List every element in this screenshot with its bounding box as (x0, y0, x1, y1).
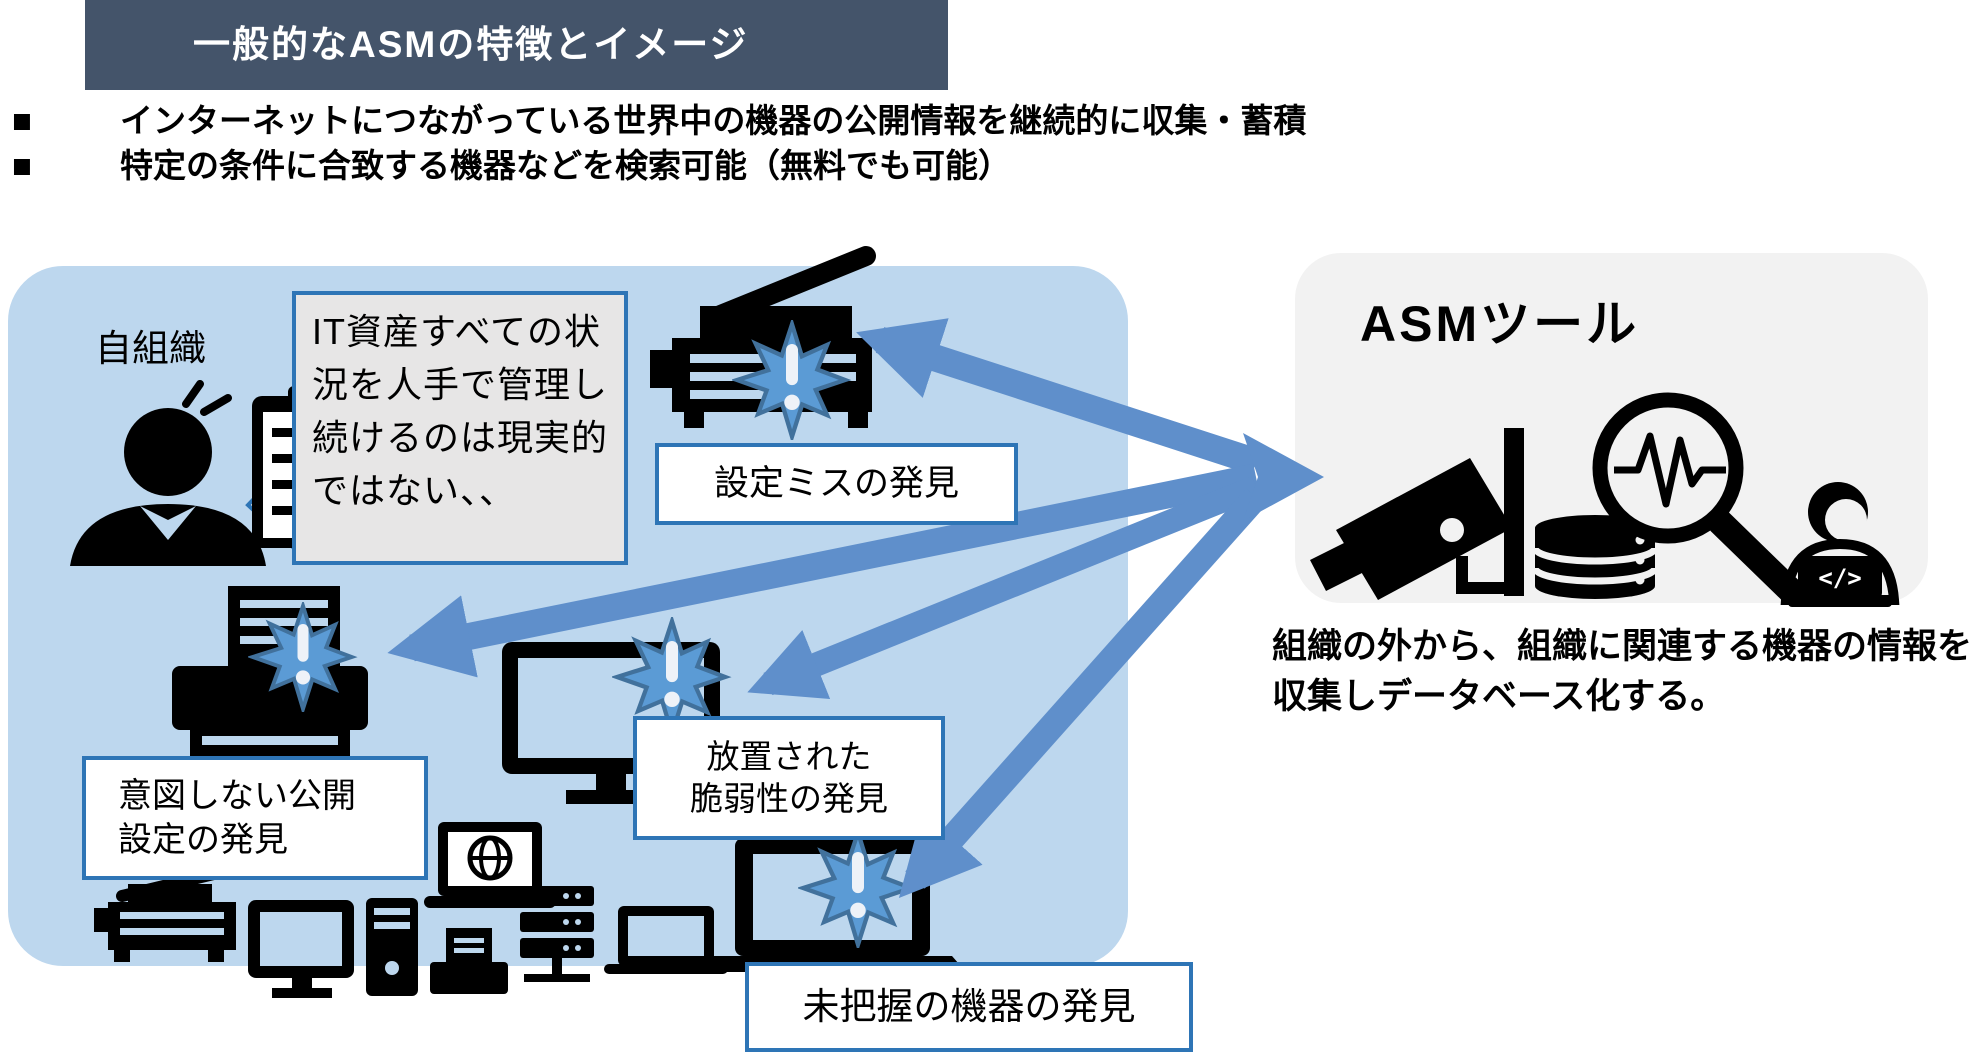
laptop-small-icon (604, 906, 728, 974)
finding-unknown-device-label: 未把握の機器の発見 (802, 986, 1136, 1027)
bullet-marker: ■ (12, 102, 32, 139)
bullet-item: ■ インターネットにつながっている世界中の機器の公開情報を継続的に収集・蓄積 (12, 98, 1306, 143)
page-title: 一般的なASMの特徴とイメージ (193, 24, 749, 65)
finding-vulnerability-line2: 脆弱性の発見 (690, 780, 888, 817)
person-at-laptop-icon: </> (1780, 482, 1900, 607)
arrow-head-to-asm (1243, 433, 1324, 521)
printer-small-icon (430, 928, 508, 994)
finding-exposure-line1: 意図しない公開 (118, 777, 356, 815)
server-rack-icon (520, 886, 594, 982)
bullet-list: ■ インターネットにつながっている世界中の機器の公開情報を継続的に収集・蓄積 ■… (12, 98, 1306, 188)
speech-bubble: IT資産すべての状況を人手で管理し続けるのは現実的ではない、、 (292, 291, 628, 565)
printer-icon (172, 586, 368, 758)
monitor-small-icon (248, 900, 354, 998)
arrow-to-printer (387, 463, 1259, 678)
database-icon (1531, 515, 1659, 599)
asm-tool-description: 組織の外から、組織に関連する機器の情報を収集しデータベース化する。 (1272, 627, 1973, 716)
magnifier-pulse-icon (1592, 392, 1803, 603)
laptop-globe-icon (424, 822, 556, 908)
finding-vulnerability-line1: 放置された (706, 738, 872, 775)
finding-misconfig-label: 設定ミスの発見 (713, 464, 959, 503)
tower-pc-icon (366, 898, 418, 996)
finding-misconfig-box: 設定ミスの発見 (655, 443, 1018, 525)
surveillance-camera-icon (1310, 428, 1524, 600)
asm-tool-title: ASMツール (1360, 296, 1640, 352)
bullet-item: ■ 特定の条件に合致する機器などを検索可能（無料でも可能） (12, 143, 1306, 188)
arrow-to-copier (856, 318, 1261, 475)
finding-exposure-line2: 設定の発見 (118, 821, 288, 859)
arrow-to-laptop (898, 488, 1266, 899)
code-glyph: </> (1818, 564, 1861, 592)
title-bar: 一般的なASMの特徴とイメージ (85, 0, 948, 90)
bullet-text: インターネットにつながっている世界中の機器の公開情報を継続的に収集・蓄積 (120, 102, 1307, 139)
finding-exposure-box: 意図しない公開 設定の発見 (82, 756, 428, 880)
bullet-text: 特定の条件に合致する機器などを検索可能（無料でも可能） (120, 147, 1011, 184)
scan-arrows (387, 318, 1266, 899)
finding-unknown-device-box: 未把握の機器の発見 (745, 962, 1193, 1052)
arrow-to-desktop (747, 475, 1261, 699)
copier-small-icon (94, 866, 236, 962)
device-cluster (94, 866, 728, 998)
finding-vulnerability-box: 放置された 脆弱性の発見 (633, 716, 945, 840)
bullet-marker: ■ (12, 147, 32, 184)
own-organization-label: 自組織 (95, 328, 206, 369)
